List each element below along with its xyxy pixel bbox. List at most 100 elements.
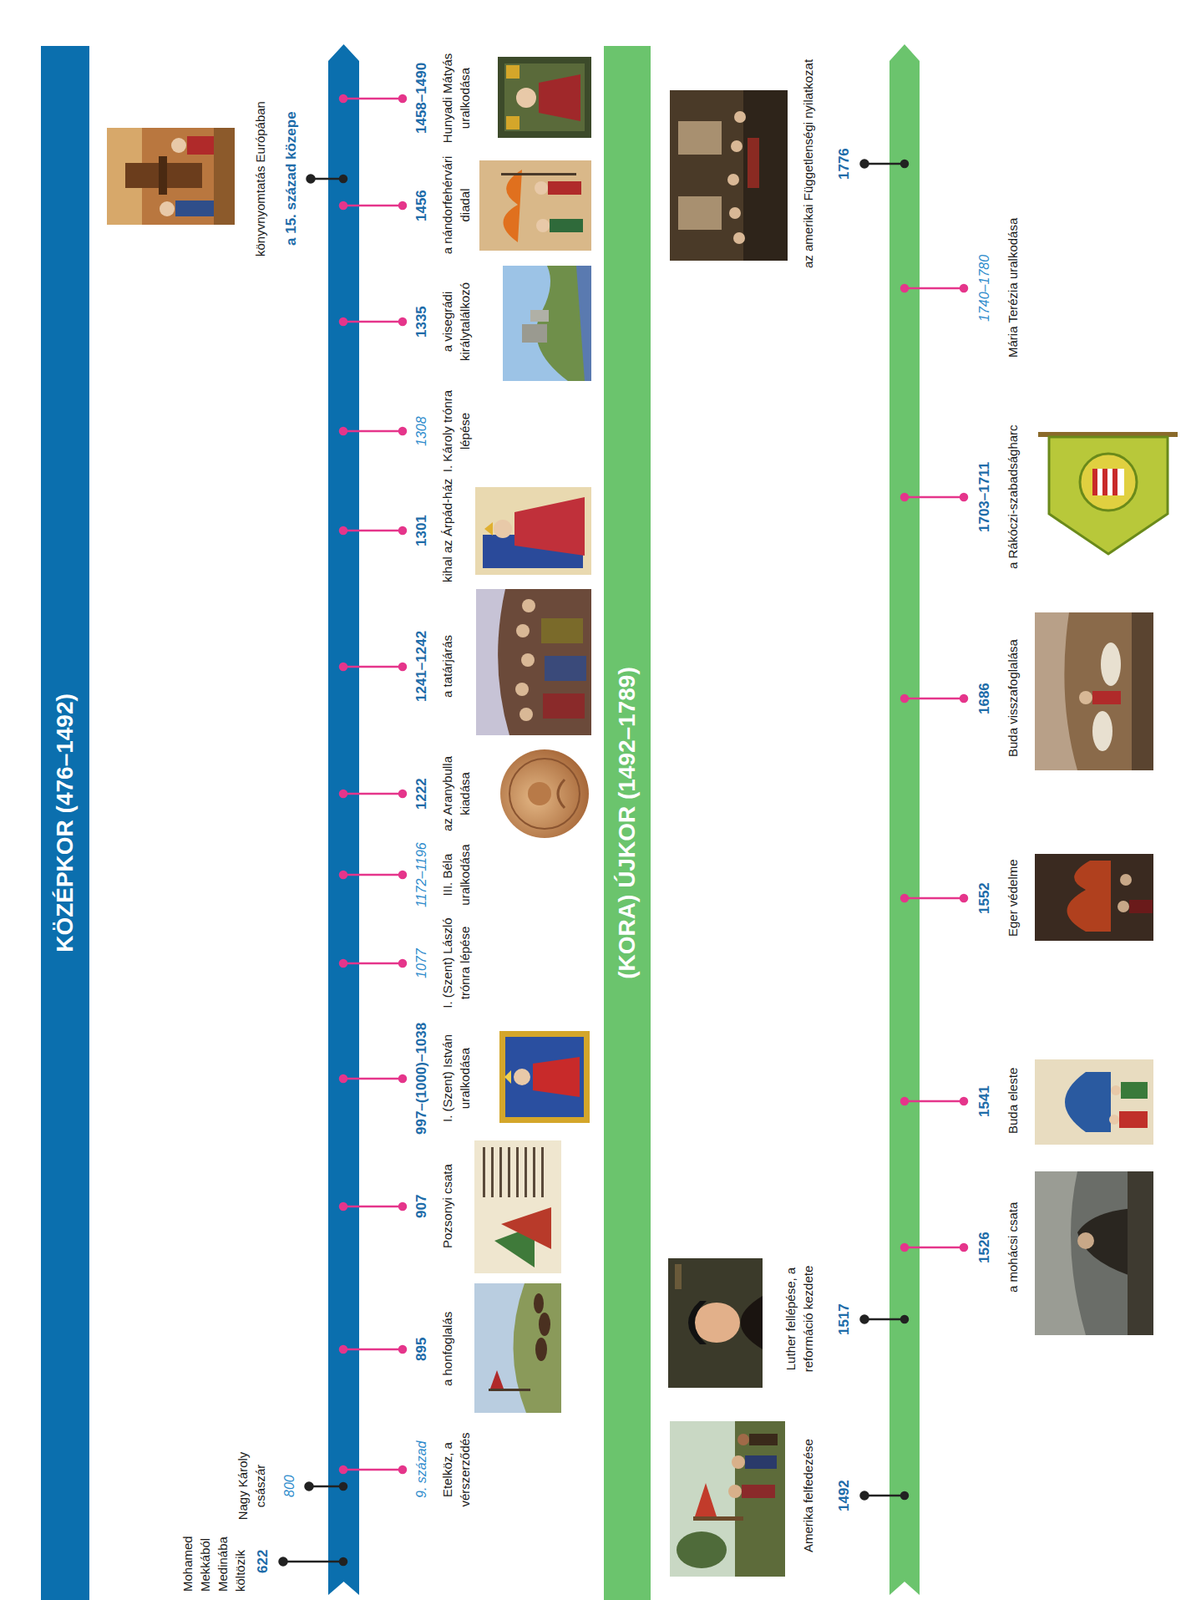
mongol-invasion-picture xyxy=(519,707,533,721)
declaration-picture xyxy=(733,232,746,244)
pozsony-picture xyxy=(474,1140,562,1273)
buda-fall-picture xyxy=(1119,1110,1148,1128)
printing-picture xyxy=(171,137,187,153)
world-tick xyxy=(901,160,908,168)
event-tick xyxy=(901,1243,908,1251)
event-tick xyxy=(339,202,347,209)
event-text: a tatárjárás xyxy=(438,634,457,698)
event-text: Mária Terézia uralkodása xyxy=(1003,217,1022,358)
arpad-picture xyxy=(493,519,512,538)
hunyadi-picture xyxy=(538,74,581,122)
event-tick xyxy=(960,694,968,702)
world-tick xyxy=(861,1491,869,1500)
istvan-picture xyxy=(505,1036,584,1117)
event-tick xyxy=(399,1345,406,1353)
event-tick xyxy=(399,663,406,670)
event-text: könyvnyomtatás Európában xyxy=(251,101,269,257)
period-band: (KORA) ÚJKOR (1492–1789) xyxy=(603,45,651,1600)
timeline-arrow xyxy=(889,44,920,1595)
event-date: 622 xyxy=(253,1549,272,1573)
event-date: 1740–1780 xyxy=(975,254,994,322)
world-tick xyxy=(279,1557,288,1566)
hunyadi-picture xyxy=(497,56,592,138)
discovery-picture xyxy=(745,1454,777,1469)
istvan-picture xyxy=(532,1056,580,1097)
conquest-picture xyxy=(538,1312,551,1336)
pozsony-picture xyxy=(482,1146,544,1197)
luther-portrait xyxy=(668,1257,763,1388)
event-tick xyxy=(343,1468,403,1471)
event-tick xyxy=(343,665,403,669)
world-tick xyxy=(339,1557,347,1565)
world-tick xyxy=(310,177,344,181)
pozsony-picture xyxy=(524,1146,528,1197)
printing-picture xyxy=(175,200,214,217)
discovery-picture xyxy=(741,1484,776,1498)
event-text: I. Károly trónra lépése xyxy=(438,389,474,473)
event-tick xyxy=(901,894,908,902)
event-tick xyxy=(339,95,406,1473)
discovery-picture xyxy=(737,1433,750,1445)
event-text: Eger védelme xyxy=(1003,858,1022,937)
declaration-picture xyxy=(678,196,722,230)
event-date: 997–(1000)–1038 xyxy=(412,1022,431,1135)
event-tick xyxy=(904,897,964,900)
conquest-picture xyxy=(533,1292,544,1313)
event-text: Buda eleste xyxy=(1003,1067,1022,1134)
event-tick xyxy=(343,97,403,101)
nandorfehervar-picture xyxy=(536,218,550,233)
printing-picture xyxy=(158,156,168,195)
event-date: 9. század xyxy=(412,1440,431,1498)
declaration-picture xyxy=(729,207,741,219)
event-text: Amerika felfedezése xyxy=(799,1438,817,1552)
eger-picture xyxy=(1034,853,1154,941)
buda-recapture-picture xyxy=(1131,612,1154,771)
event-tick xyxy=(901,1097,908,1105)
event-date: 1458–1490 xyxy=(412,62,431,134)
event-tick xyxy=(343,204,403,208)
event-date: 1517 xyxy=(835,1302,853,1335)
luther-portrait xyxy=(688,1300,707,1344)
event-text: a honfoglalás xyxy=(438,1311,457,1386)
event-tick xyxy=(904,287,964,290)
event-tick xyxy=(339,427,347,435)
event-tick xyxy=(960,493,968,501)
world-tick xyxy=(864,162,905,166)
event-tick xyxy=(339,871,347,878)
world-tick xyxy=(861,1315,869,1323)
rakoczi-flag xyxy=(1079,453,1137,511)
rakoczi-flag xyxy=(1038,431,1178,554)
event-tick xyxy=(339,95,347,102)
event-tick xyxy=(399,202,406,209)
event-tick xyxy=(339,790,347,797)
event-date: 1241–1242 xyxy=(412,630,431,702)
world-tick xyxy=(864,1494,905,1497)
visegrad-picture xyxy=(576,265,592,381)
event-tick xyxy=(901,694,908,702)
hunyadi-picture xyxy=(516,87,537,108)
event-date: 1541 xyxy=(975,1084,994,1117)
printing-picture xyxy=(106,127,235,225)
conquest-picture xyxy=(474,1282,562,1413)
mongol-invasion-picture xyxy=(515,682,529,696)
event-tick xyxy=(399,959,406,967)
pozsony-picture xyxy=(501,1206,552,1249)
nandorfehervar-picture xyxy=(534,181,548,195)
visegrad-picture xyxy=(530,309,549,322)
mongol-invasion-picture xyxy=(522,598,536,613)
declaration-picture xyxy=(669,90,788,261)
event-tick xyxy=(901,284,908,292)
event-text: I. (Szent) István uralkodása xyxy=(438,1029,474,1126)
mohacs-picture xyxy=(1034,1170,1086,1335)
printing-picture xyxy=(159,201,175,217)
mohacs-picture xyxy=(1034,1170,1154,1335)
event-tick xyxy=(901,493,908,501)
luther-portrait xyxy=(668,1257,763,1388)
event-date: 1776 xyxy=(835,147,853,180)
rakoczi-flag xyxy=(1049,436,1168,554)
world-tick xyxy=(861,160,869,168)
buda-fall-picture xyxy=(1034,1059,1154,1145)
event-date: 1552 xyxy=(975,881,994,914)
buda-recapture-picture xyxy=(1034,612,1078,771)
event-tick xyxy=(960,894,968,902)
